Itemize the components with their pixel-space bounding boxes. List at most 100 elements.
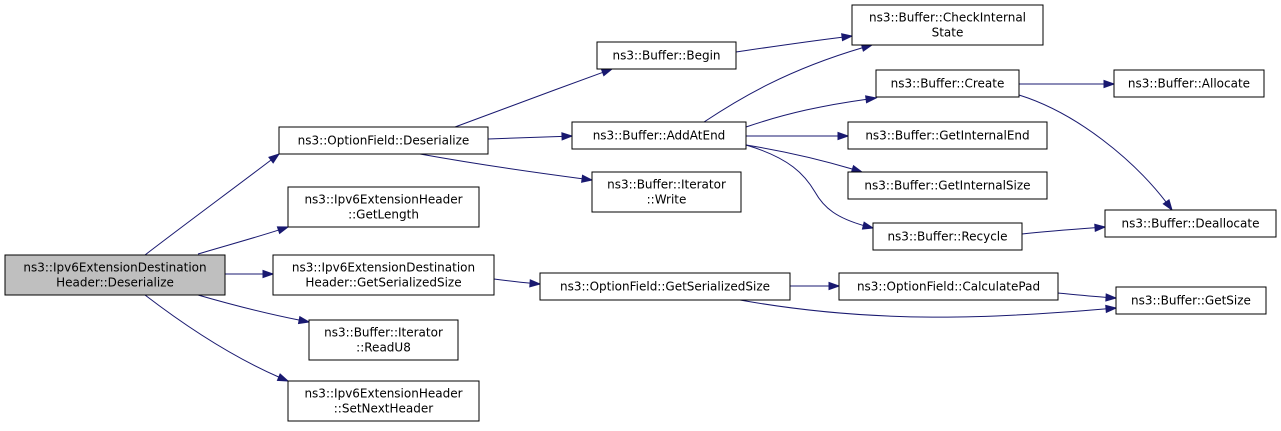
edge-n0-n4 bbox=[197, 294, 311, 325]
node-label-line: ::Write bbox=[647, 193, 687, 207]
edge-arrowhead bbox=[1105, 293, 1118, 302]
edge-n1-n6 bbox=[487, 132, 574, 141]
edge-line bbox=[1021, 226, 1106, 235]
edge-n9-n14 bbox=[1018, 94, 1173, 212]
edge-arrowhead bbox=[850, 164, 864, 173]
node-box bbox=[539, 272, 791, 301]
edge-n3-n15 bbox=[493, 278, 542, 288]
node-box bbox=[596, 41, 737, 70]
node-box bbox=[278, 126, 489, 155]
edge-n15-n16 bbox=[790, 281, 841, 291]
edge-line bbox=[197, 294, 310, 323]
function-node[interactable]: ns3::Ipv6ExtensionHeader::GetLength bbox=[287, 186, 480, 228]
function-node[interactable]: ns3::Buffer::Begin bbox=[596, 41, 737, 70]
node-box bbox=[851, 4, 1044, 46]
node-box bbox=[287, 186, 480, 228]
edge-arrowhead bbox=[581, 174, 594, 183]
function-node[interactable]: ns3::OptionField::CalculatePad bbox=[838, 272, 1059, 301]
function-node[interactable]: ns3::Buffer::Recycle bbox=[872, 222, 1023, 251]
function-node[interactable]: ns3::Buffer::Iterator::Write bbox=[591, 171, 742, 213]
node-label-line: ns3::Buffer::GetSize bbox=[1131, 294, 1251, 308]
node-label-line: ns3::OptionField::GetSerializedSize bbox=[560, 280, 770, 294]
edge-n6-n12 bbox=[745, 144, 875, 230]
nodes-layer: ns3::Ipv6ExtensionDestinationHeader::Des… bbox=[4, 4, 1277, 422]
node-box bbox=[847, 121, 1048, 150]
node-label-line: ns3::Ipv6ExtensionHeader bbox=[304, 387, 462, 401]
edge-arrowhead bbox=[1105, 304, 1118, 314]
edge-line bbox=[745, 144, 863, 173]
edge-n0-n5 bbox=[144, 294, 290, 382]
function-node[interactable]: ns3::Buffer::Deallocate bbox=[1104, 209, 1277, 238]
function-node[interactable]: ns3::Buffer::GetSize bbox=[1115, 286, 1267, 315]
edge-n6-n9 bbox=[745, 95, 878, 128]
edge-line bbox=[745, 97, 877, 128]
edge-arrowhead bbox=[828, 281, 841, 291]
edge-arrowhead bbox=[268, 153, 281, 164]
edge-arrowhead bbox=[529, 279, 542, 288]
edge-arrowhead bbox=[276, 226, 290, 235]
function-node[interactable]: ns3::Ipv6ExtensionHeader::SetNextHeader bbox=[287, 380, 480, 422]
edge-line bbox=[493, 278, 541, 285]
node-label-line: Header::Deserialize bbox=[56, 276, 174, 290]
edge-n6-n11 bbox=[745, 144, 864, 173]
function-node[interactable]: ns3::Buffer::Create bbox=[875, 69, 1020, 98]
edge-n0-n2 bbox=[197, 226, 290, 255]
edge-line bbox=[144, 294, 289, 382]
node-box bbox=[872, 222, 1023, 251]
node-label-line: ns3::Buffer::Allocate bbox=[1128, 77, 1250, 91]
edge-n0-n3 bbox=[225, 269, 275, 279]
node-label-line: ns3::Ipv6ExtensionDestination bbox=[292, 261, 475, 275]
edge-n1-n18 bbox=[454, 68, 614, 128]
node-box bbox=[875, 69, 1020, 98]
edge-arrowhead bbox=[865, 95, 878, 104]
node-label-line: ::ReadU8 bbox=[356, 341, 411, 355]
node-label-line: ::GetLength bbox=[348, 208, 419, 222]
function-node[interactable]: ns3::Buffer::Allocate bbox=[1113, 69, 1265, 98]
node-label-line: ns3::Buffer::Iterator bbox=[607, 178, 726, 192]
function-node[interactable]: ns3::OptionField::GetSerializedSize bbox=[539, 272, 791, 301]
node-label-line: ::SetNextHeader bbox=[334, 402, 434, 416]
node-box bbox=[591, 171, 742, 213]
edge-arrowhead bbox=[1094, 223, 1107, 232]
node-box bbox=[4, 254, 226, 296]
node-label-line: ns3::Buffer::Deallocate bbox=[1122, 217, 1260, 231]
edge-arrowhead bbox=[561, 132, 574, 141]
edge-line bbox=[1018, 94, 1173, 211]
function-node[interactable]: ns3::Buffer::GetInternalSize bbox=[847, 171, 1048, 200]
edge-arrowhead bbox=[841, 33, 854, 42]
edge-line bbox=[735, 35, 853, 53]
edge-line bbox=[1057, 292, 1117, 299]
edge-line bbox=[197, 226, 289, 255]
node-label-line: ns3::Buffer::Begin bbox=[612, 49, 720, 63]
edge-n16-n17 bbox=[1057, 292, 1118, 302]
node-label-line: ns3::Buffer::Iterator bbox=[324, 326, 443, 340]
function-node[interactable]: ns3::Ipv6ExtensionDestinationHeader::Get… bbox=[272, 254, 495, 296]
edge-arrowhead bbox=[262, 269, 275, 279]
node-box bbox=[308, 319, 459, 361]
node-box bbox=[1115, 286, 1267, 315]
node-label-line: ns3::Ipv6ExtensionHeader bbox=[304, 193, 462, 207]
node-box bbox=[847, 171, 1048, 200]
function-node[interactable]: ns3::Buffer::AddAtEnd bbox=[571, 121, 747, 150]
node-box bbox=[272, 254, 495, 296]
node-label-line: ns3::Buffer::Recycle bbox=[887, 230, 1007, 244]
edge-n18-n8 bbox=[735, 33, 854, 53]
edge-n15-n17 bbox=[739, 299, 1118, 318]
function-node[interactable]: ns3::OptionField::Deserialize bbox=[278, 126, 489, 155]
node-label-line: ns3::Buffer::CheckInternal bbox=[869, 11, 1026, 25]
edge-n0-n1 bbox=[144, 153, 281, 256]
node-label-line: ns3::Buffer::AddAtEnd bbox=[593, 129, 726, 143]
node-label-line: Header::GetSerializedSize bbox=[305, 276, 461, 290]
edge-arrowhead bbox=[276, 373, 290, 382]
edge-line bbox=[745, 144, 874, 229]
edge-arrowhead bbox=[1162, 199, 1173, 212]
node-box bbox=[838, 272, 1059, 301]
function-node[interactable]: ns3::Buffer::Iterator::ReadU8 bbox=[308, 319, 459, 361]
edge-line bbox=[454, 68, 613, 128]
edge-n6-n8 bbox=[703, 43, 874, 123]
edge-line bbox=[144, 153, 280, 256]
function-node[interactable]: ns3::Buffer::GetInternalEnd bbox=[847, 121, 1048, 150]
edge-n12-n14 bbox=[1021, 223, 1107, 235]
